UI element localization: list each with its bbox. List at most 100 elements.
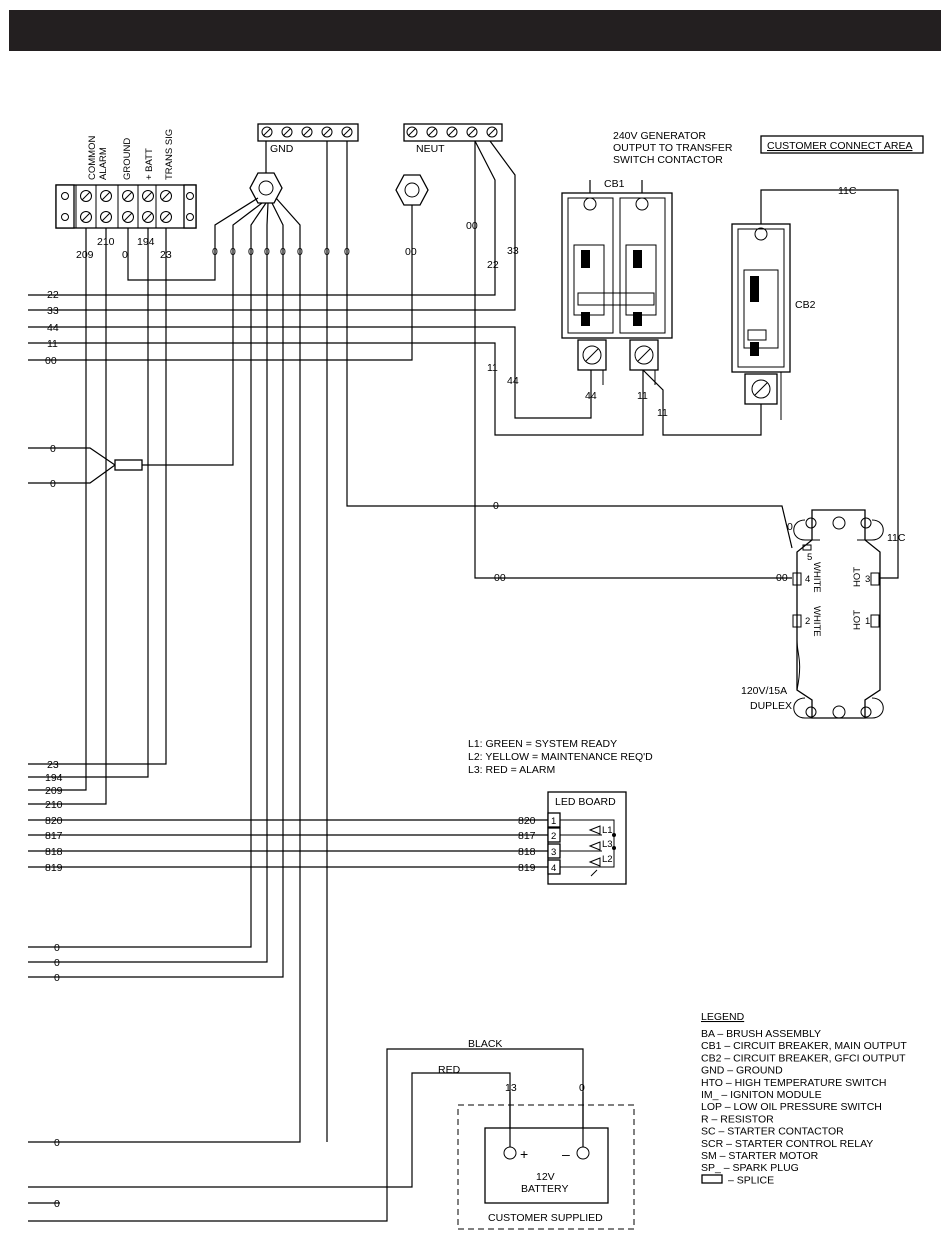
gen-note-3: SWITCH CONTACTOR — [613, 154, 723, 166]
gnd-screw — [261, 126, 273, 138]
neut-screw — [486, 126, 498, 138]
led-pin-4: 4 — [551, 863, 556, 874]
legend-item: GND – GROUND — [701, 1065, 783, 1077]
led-pin-1: 1 — [551, 816, 556, 827]
wl-00-recept: 00 — [494, 572, 506, 584]
label-alarm: ALARM — [98, 147, 109, 180]
cb2 — [731, 223, 791, 420]
wl-210: 210 — [45, 799, 63, 811]
legend-item: CB2 – CIRCUIT BREAKER, GFCI OUTPUT — [701, 1052, 906, 1064]
wl-194: 194 — [45, 772, 63, 784]
duplex-receptacle — [792, 509, 884, 719]
legend-item: IM_ – IGNITON MODULE — [701, 1089, 822, 1101]
gnd-label: GND — [270, 143, 294, 155]
terminal-screw-top — [80, 190, 92, 202]
neut-stud — [395, 174, 429, 206]
term-wire-194: 194 — [137, 236, 155, 248]
led-legend-3: L3: RED = ALARM — [468, 764, 555, 776]
wl-11-bot: 11 — [657, 407, 668, 419]
wl-0-recept: 0 — [493, 500, 499, 512]
wl-44-cb1: 44 — [585, 390, 597, 402]
wl-00-top: 00 — [466, 220, 478, 232]
duplex-label-2: DUPLEX — [750, 700, 792, 712]
wl-818: 818 — [45, 846, 63, 858]
label-ground: GROUND — [122, 138, 133, 180]
wl-817-led: 817 — [518, 830, 536, 842]
terminal-screw-top — [142, 190, 154, 202]
wl-44-mid: 44 — [507, 375, 519, 387]
led-pin-2: 2 — [551, 831, 556, 842]
led-legend-2: L2: YELLOW = MAINTENANCE REQ'D — [468, 751, 653, 763]
legend-item: BA – BRUSH ASSEMBLY — [701, 1028, 821, 1040]
gnd-screw — [281, 126, 293, 138]
duplex-white-top: WHITE — [811, 562, 822, 593]
batt-black: BLACK — [468, 1038, 502, 1050]
legend-item: R – RESISTOR — [701, 1113, 774, 1125]
wl-0-recept-top: 0 — [787, 521, 793, 533]
legend-item: SM – STARTER MOTOR — [701, 1150, 819, 1162]
duplex-term-5: 5 — [807, 552, 812, 563]
header-bar — [9, 10, 941, 51]
wl-0a: 0 — [50, 443, 56, 455]
duplex-term-2: 2 — [805, 616, 810, 627]
wl-44: 44 — [47, 322, 59, 334]
duplex-term-1: 1 — [865, 616, 870, 627]
wire-label-0: 0 — [264, 246, 270, 258]
gen-note-1: 240V GENERATOR — [613, 130, 706, 142]
term-wire-209: 209 — [76, 249, 94, 261]
wl-33-top: 33 — [507, 245, 519, 257]
wires — [28, 140, 899, 1222]
batt-red: RED — [438, 1064, 461, 1076]
neut-screw — [406, 126, 418, 138]
wl-0-batt: 0 — [579, 1082, 585, 1094]
cb1 — [561, 192, 673, 385]
led-pin-3: 3 — [551, 847, 556, 858]
wl-818-led: 818 — [518, 846, 536, 858]
wl-00-neut: 00 — [405, 246, 417, 258]
wire-label-0: 0 — [230, 246, 236, 258]
gnd-strip — [257, 123, 359, 142]
wl-0-g2: 0 — [54, 957, 60, 969]
batt-label-1: 12V — [536, 1171, 555, 1183]
wl-11-cb1: 11 — [637, 390, 648, 402]
wl-00-recept-end: 00 — [776, 572, 788, 584]
duplex-term-4: 4 — [805, 574, 810, 585]
duplex-label-1: 120V/15A — [741, 685, 787, 697]
batt-label-2: BATTERY — [521, 1183, 568, 1195]
wl-0-g1: 0 — [54, 942, 60, 954]
wl-11c-top: 11C — [838, 185, 857, 197]
batt-minus: – — [562, 1146, 570, 1162]
wl-11-mid: 11 — [487, 362, 498, 374]
gnd-screw — [341, 126, 353, 138]
duplex-hot-bot: HOT — [852, 610, 863, 630]
legend-item: – SPLICE — [728, 1174, 774, 1186]
legend-item: SC – STARTER CONTACTOR — [701, 1126, 844, 1138]
legend-item: LOP – LOW OIL PRESSURE SWITCH — [701, 1101, 882, 1113]
neut-screw — [466, 126, 478, 138]
wl-817: 817 — [45, 830, 63, 842]
customer-connect-box — [760, 135, 924, 154]
splice — [114, 459, 143, 471]
neut-screw — [446, 126, 458, 138]
customer-connect-label: CUSTOMER CONNECT AREA — [767, 140, 912, 152]
legend-item: SP_ – SPARK PLUG — [701, 1162, 799, 1174]
wl-819: 819 — [45, 862, 63, 874]
wire-label-0: 0 — [248, 246, 254, 258]
terminal-screw-bottom — [160, 211, 172, 223]
wl-00: 00 — [45, 355, 57, 367]
legend-item: SCR – STARTER CONTROL RELAY — [701, 1138, 873, 1150]
label-trans-sig: TRANS SIG — [164, 129, 175, 180]
wire-label-0: 0 — [297, 246, 303, 258]
duplex-hot-top: HOT — [852, 567, 863, 587]
gnd-screw — [301, 126, 313, 138]
terminal-screw-top — [160, 190, 172, 202]
legend-splice-symbol — [701, 1174, 723, 1184]
battery — [457, 1092, 635, 1230]
wire-label-0: 0 — [324, 246, 330, 258]
led-l1: L1 — [602, 825, 613, 836]
cb2-label: CB2 — [795, 299, 816, 311]
gen-note-2: OUTPUT TO TRANSFER — [613, 142, 733, 154]
wl-11c-side: 11C — [887, 532, 906, 544]
wl-209: 209 — [45, 785, 63, 797]
wire-label-0: 0 — [280, 246, 286, 258]
